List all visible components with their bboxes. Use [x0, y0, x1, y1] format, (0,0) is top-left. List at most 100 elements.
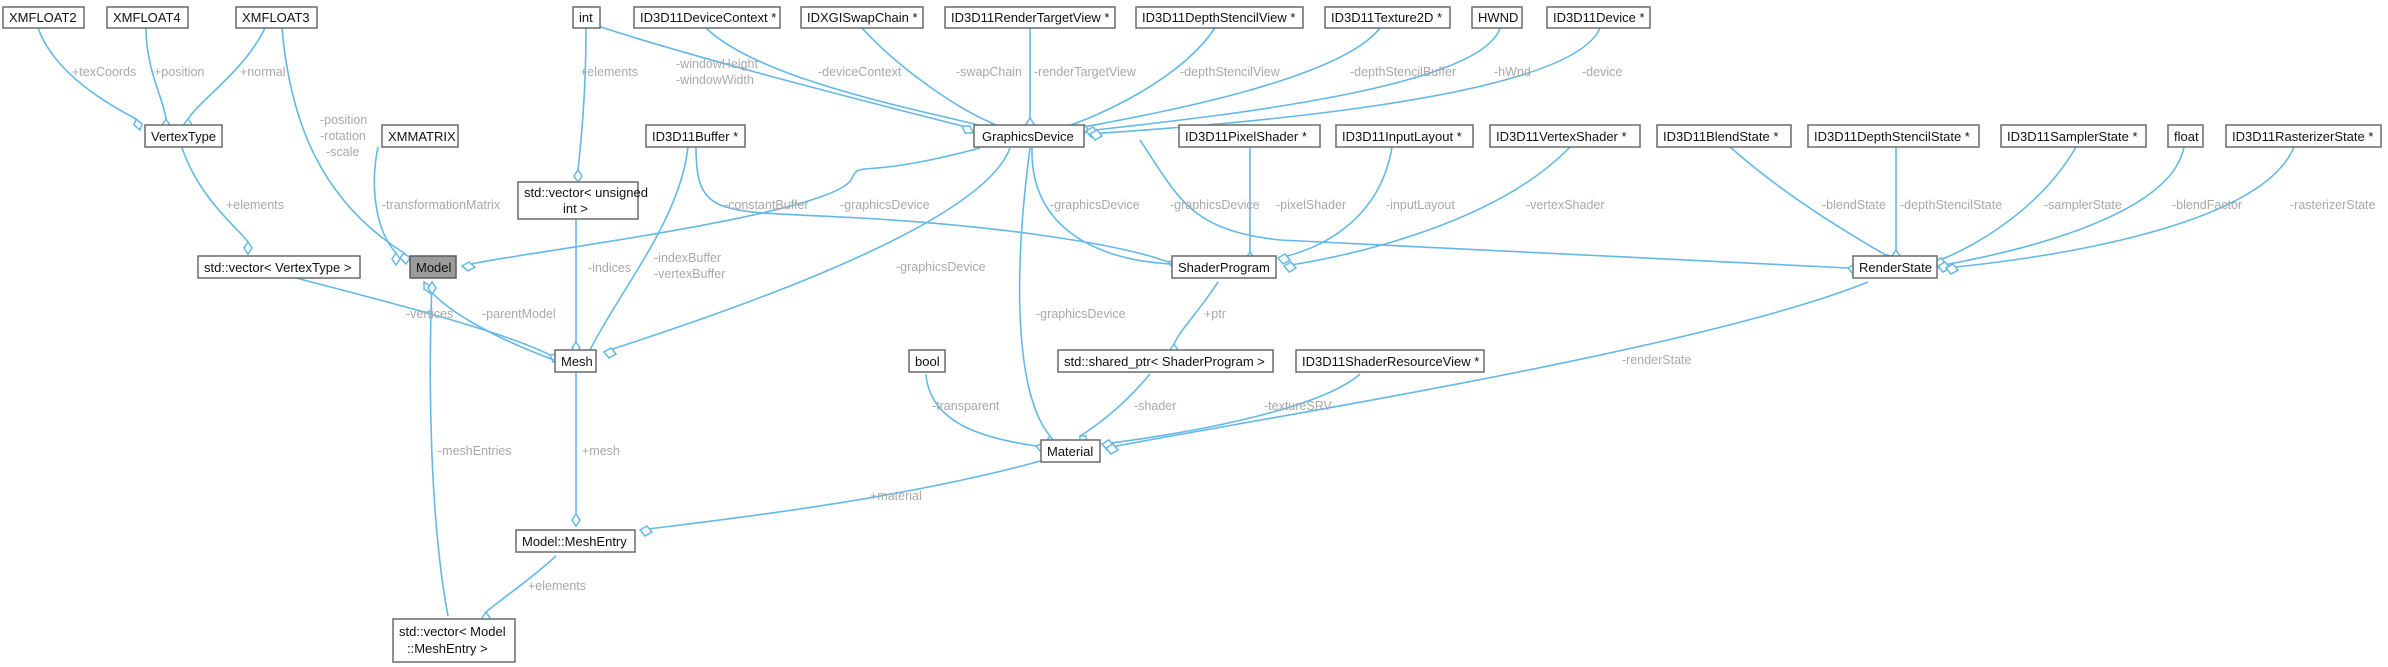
node-shader-program[interactable]: ShaderProgram: [1171, 255, 1277, 279]
edge-device-context: [705, 27, 979, 126]
edge-position-rotation-scale: [281, 27, 405, 254]
node-vertex-shader[interactable]: ID3D11VertexShader *: [1489, 124, 1641, 148]
label-shader: -shader: [1134, 399, 1176, 413]
node-material[interactable]: Material: [1040, 439, 1101, 463]
node-rasterizer-state[interactable]: ID3D11RasterizerState *: [2225, 124, 2382, 148]
edge-device-diamond: [1088, 129, 1104, 141]
node-hwnd-label: HWND: [1478, 10, 1518, 25]
node-swap-chain[interactable]: IDXGISwapChain *: [800, 6, 924, 29]
node-vector-mesh-entry-line2: ::MeshEntry >: [407, 641, 488, 656]
edge-labels: +texCoords +position +normal -position -…: [72, 57, 2375, 593]
node-swap-chain-label: IDXGISwapChain *: [807, 10, 918, 25]
node-device-context[interactable]: ID3D11DeviceContext *: [633, 6, 781, 29]
edge-position-pub: [145, 27, 167, 120]
node-shared-ptr-shader-program[interactable]: std::shared_ptr< ShaderProgram >: [1057, 349, 1274, 373]
edge-constant-buffer: [695, 146, 1169, 263]
edge-elements-vertex: [181, 147, 249, 243]
label-elements-vertex: +elements: [226, 198, 284, 212]
node-xmfloat3[interactable]: XMFLOAT3: [235, 6, 318, 29]
label-constant-buffer: -constantBuffer: [724, 198, 809, 212]
node-pixel-shader-label: ID3D11PixelShader *: [1185, 129, 1307, 144]
label-rotation: -rotation: [320, 129, 366, 143]
node-xmmatrix[interactable]: XMMATRIX: [381, 124, 459, 148]
label-material: +material: [870, 489, 922, 503]
edge-gd-model-diamond: [460, 261, 477, 272]
label-normal: +normal: [240, 65, 286, 79]
node-vertex-type[interactable]: VertexType: [144, 124, 223, 148]
node-device[interactable]: ID3D11Device *: [1546, 6, 1651, 29]
edge-graphics-device-sp: [1031, 147, 1171, 265]
label-elements-int: +elements: [580, 65, 638, 79]
node-vector-vertex-type[interactable]: std::vector< VertexType >: [197, 255, 361, 279]
node-depth-stencil-state[interactable]: ID3D11DepthStencilState *: [1807, 124, 1980, 148]
label-indices: -indices: [588, 261, 631, 275]
edge-gd-mesh-diamond: [602, 347, 618, 359]
node-render-target-view-label: ID3D11RenderTargetView *: [951, 10, 1110, 25]
node-graphics-device-label: GraphicsDevice: [982, 129, 1074, 144]
node-input-layout-label: ID3D11InputLayout *: [1342, 129, 1462, 144]
node-shader-resource-view[interactable]: ID3D11ShaderResourceView *: [1295, 349, 1485, 373]
node-shader-program-label: ShaderProgram: [1178, 260, 1270, 275]
label-device: -device: [1582, 65, 1622, 79]
edge-graphics-device-mesh: [603, 147, 1011, 353]
edge-transparent: [925, 373, 1037, 447]
edge-vertex-shader-diamond: [1282, 261, 1298, 273]
node-material-label: Material: [1047, 444, 1093, 459]
node-vector-unsigned-int-line1: std::vector< unsigned: [524, 185, 648, 200]
node-device-context-label: ID3D11DeviceContext *: [640, 10, 776, 25]
label-graphics-device-rs: -graphicsDevice: [1170, 198, 1260, 212]
label-position: -position: [320, 113, 367, 127]
node-vector-unsigned-int[interactable]: std::vector< unsigned int >: [517, 181, 648, 220]
node-render-target-view[interactable]: ID3D11RenderTargetView *: [944, 6, 1116, 29]
edge-elements-vertex-diamond: [243, 240, 253, 256]
node-depth-stencil-view[interactable]: ID3D11DepthStencilView *: [1135, 6, 1304, 29]
node-pixel-shader[interactable]: ID3D11PixelShader *: [1178, 124, 1321, 148]
edge-tm-diamond: [391, 251, 401, 267]
node-sampler-state[interactable]: ID3D11SamplerState *: [2000, 124, 2147, 148]
edge-device: [1089, 27, 1601, 135]
label-elements-mesh-entry: +elements: [528, 579, 586, 593]
node-vector-mesh-entry-line1: std::vector< Model: [399, 624, 506, 639]
label-depth-stencil-buffer: -depthStencilBuffer: [1350, 65, 1456, 79]
label-transformation-matrix: -transformationMatrix: [382, 198, 501, 212]
label-vertex-buffer: -vertexBuffer: [654, 267, 725, 281]
edge-graphics-device-model: [461, 147, 981, 267]
node-buffer-label: ID3D11Buffer *: [652, 129, 738, 144]
node-blend-state[interactable]: ID3D11BlendState *: [1656, 124, 1792, 148]
node-float[interactable]: float: [2167, 124, 2204, 148]
node-model[interactable]: Model: [409, 255, 457, 279]
node-int-label: int: [579, 10, 593, 25]
nodes: XMFLOAT2 XMFLOAT4 XMFLOAT3 int ID3D11Dev…: [2, 6, 2382, 663]
node-mesh[interactable]: Mesh: [554, 349, 597, 373]
node-int[interactable]: int: [572, 6, 601, 29]
node-render-state[interactable]: RenderState: [1852, 255, 1938, 279]
label-input-layout: -inputLayout: [1386, 198, 1455, 212]
label-vertex-shader: -vertexShader: [1526, 198, 1605, 212]
node-vertex-type-label: VertexType: [151, 129, 216, 144]
edge-sampler-state: [1933, 146, 2077, 263]
node-depth-stencil-state-label: ID3D11DepthStencilState *: [1814, 129, 1970, 144]
node-model-mesh-entry[interactable]: Model::MeshEntry: [515, 529, 636, 553]
node-bool[interactable]: bool: [908, 349, 946, 373]
node-xmfloat2[interactable]: XMFLOAT2: [2, 6, 85, 29]
label-graphics-device-mesh: -graphicsDevice: [896, 260, 986, 274]
edge-window-size-diamond: [960, 125, 975, 134]
node-hwnd[interactable]: HWND: [1471, 6, 1523, 29]
label-vertices: -vertices: [406, 307, 453, 321]
node-input-layout[interactable]: ID3D11InputLayout *: [1335, 124, 1474, 148]
label-blend-factor: -blendFactor: [2172, 198, 2242, 212]
node-mesh-label: Mesh: [561, 354, 593, 369]
node-vector-mesh-entry[interactable]: std::vector< Model ::MeshEntry >: [392, 618, 516, 663]
node-depth-stencil-view-label: ID3D11DepthStencilView *: [1142, 10, 1295, 25]
node-texture2d[interactable]: ID3D11Texture2D *: [1324, 6, 1451, 29]
edge-texcoords: [37, 27, 137, 120]
label-graphics-device-sp: -graphicsDevice: [1050, 198, 1140, 212]
edge-mesh-entries-diamond: [427, 280, 437, 296]
node-xmmatrix-label: XMMATRIX: [388, 129, 456, 144]
edge-h-wnd: [1085, 27, 1501, 132]
label-depth-stencil-state: -depthStencilState: [1900, 198, 2002, 212]
node-graphics-device[interactable]: GraphicsDevice: [973, 124, 1085, 148]
node-buffer[interactable]: ID3D11Buffer *: [645, 124, 746, 148]
node-xmfloat4[interactable]: XMFLOAT4: [106, 6, 189, 29]
edge-material: [639, 459, 1045, 531]
